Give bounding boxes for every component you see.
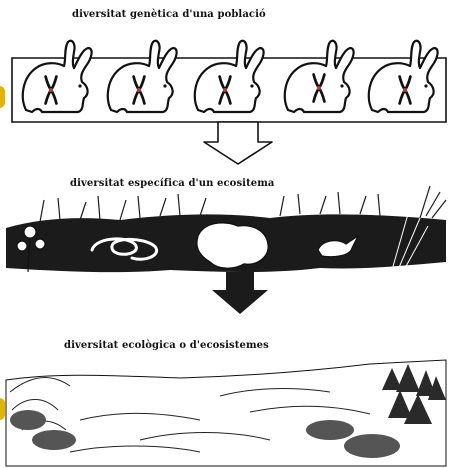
rabbit-1 xyxy=(23,41,92,112)
rabbit-3 xyxy=(195,41,264,112)
genetic-population-panel xyxy=(12,41,446,122)
rabbit-5 xyxy=(369,41,438,112)
species-diversity-band xyxy=(6,186,446,272)
rabbit-2 xyxy=(108,41,177,112)
ecosystem-landscape xyxy=(6,360,446,466)
hollow-arrow-down xyxy=(204,122,272,164)
solid-arrow-down xyxy=(212,272,268,314)
rabbit-4 xyxy=(285,41,354,112)
